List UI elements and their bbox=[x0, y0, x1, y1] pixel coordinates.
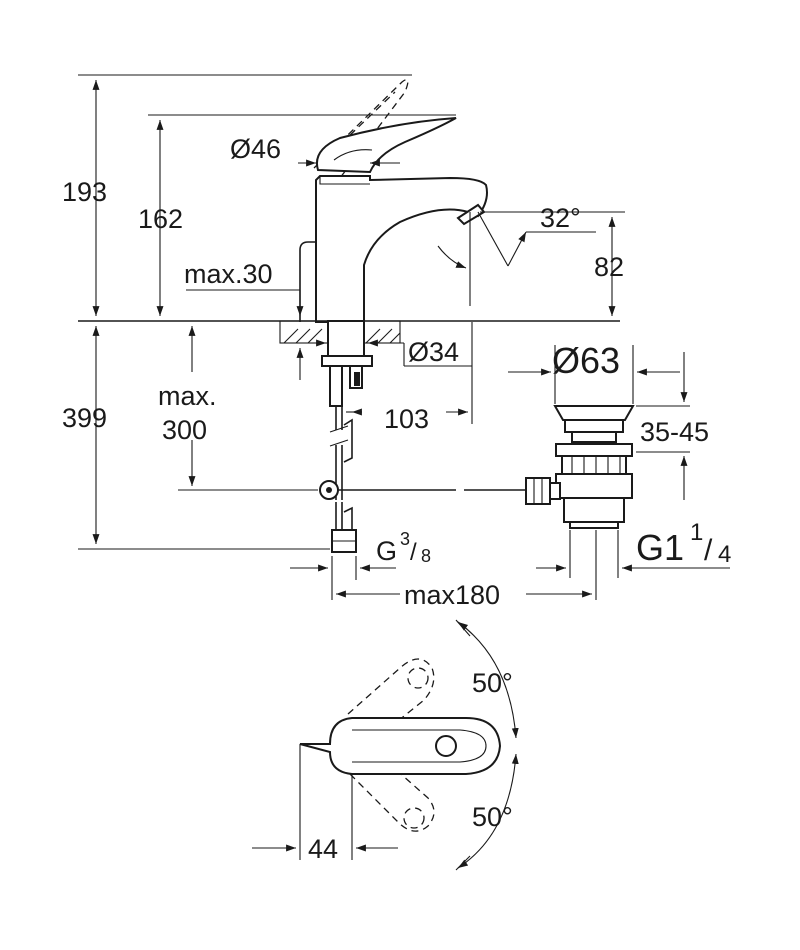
dimension-labels: 193 162 Ø46 32° 82 max.30 Ø34 399 max. 3… bbox=[62, 134, 731, 864]
label-diameter-46: Ø46 bbox=[230, 134, 281, 164]
underdeck-assembly bbox=[319, 320, 540, 553]
label-162: 162 bbox=[138, 204, 183, 234]
waste-assembly bbox=[525, 405, 635, 529]
label-g-3-8: G 3 / 8 bbox=[376, 529, 431, 566]
label-diameter-34: Ø34 bbox=[408, 337, 459, 367]
label-max-300-line1: max. bbox=[158, 381, 217, 411]
svg-text:4: 4 bbox=[718, 541, 731, 568]
label-35-45: 35-45 bbox=[640, 417, 709, 447]
label-spout-angle: 32° bbox=[540, 203, 581, 233]
label-angle-top: 50° bbox=[472, 668, 513, 698]
label-82: 82 bbox=[594, 252, 624, 282]
lever-raised-outline bbox=[313, 78, 409, 179]
lever-outline bbox=[316, 117, 457, 174]
plan-body bbox=[299, 717, 502, 775]
label-193: 193 bbox=[62, 177, 107, 207]
svg-text:3: 3 bbox=[400, 529, 410, 549]
faucet-plan-view bbox=[252, 619, 519, 871]
label-44: 44 bbox=[308, 834, 338, 864]
label-max-180: max180 bbox=[404, 580, 500, 610]
label-399: 399 bbox=[62, 403, 107, 433]
waste-flange bbox=[553, 405, 635, 421]
label-103: 103 bbox=[384, 404, 429, 434]
popup-rod bbox=[299, 241, 316, 322]
dimension-lines bbox=[78, 74, 730, 600]
label-max-30: max.30 bbox=[184, 259, 273, 289]
svg-text:G1: G1 bbox=[636, 527, 684, 568]
label-g1-1-4: G1 1 / 4 bbox=[636, 519, 731, 568]
svg-text:1: 1 bbox=[690, 519, 703, 546]
label-diameter-63: Ø63 bbox=[552, 340, 620, 381]
svg-text:/: / bbox=[410, 539, 417, 566]
faucet-side-view bbox=[299, 78, 488, 323]
label-angle-bottom: 50° bbox=[472, 802, 513, 832]
svg-text:8: 8 bbox=[421, 546, 431, 566]
faucet-body bbox=[315, 175, 488, 323]
svg-text:/: / bbox=[704, 534, 713, 567]
label-max-300-line2: 300 bbox=[162, 415, 207, 445]
svg-text:G: G bbox=[376, 536, 397, 566]
